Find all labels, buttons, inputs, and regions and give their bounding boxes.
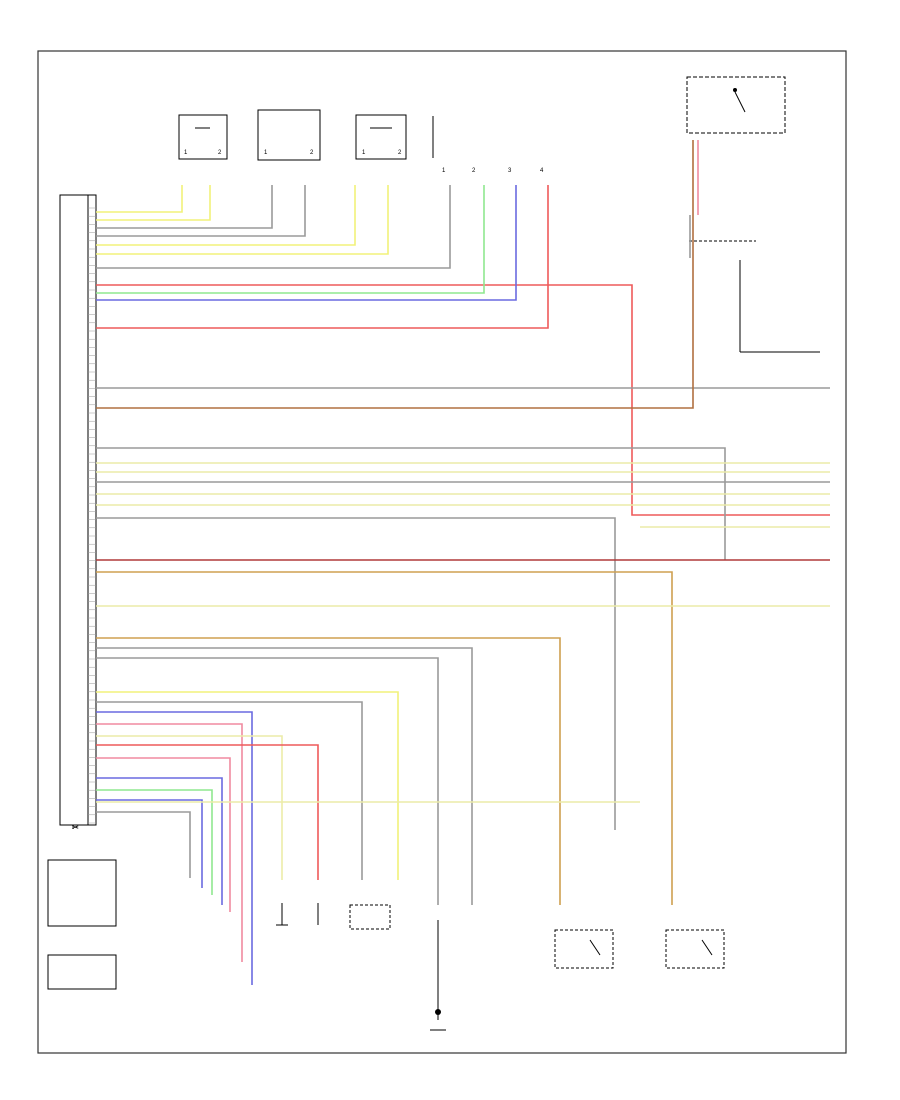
sensor-4-pin-d: 4 bbox=[540, 168, 544, 174]
ecu-connector-right bbox=[87, 194, 97, 826]
ecu-pin-marks bbox=[88, 207, 96, 824]
wire-10 bbox=[96, 185, 517, 301]
sensor-3-box bbox=[355, 114, 407, 160]
sensor-2: 1 2 bbox=[257, 109, 321, 161]
diagram-frame bbox=[37, 50, 847, 1054]
sensor-3-pin-b: 2 bbox=[398, 150, 402, 156]
wire-33 bbox=[96, 744, 319, 880]
wire-6 bbox=[96, 185, 389, 255]
wire-26 bbox=[96, 647, 473, 905]
wires bbox=[96, 140, 830, 985]
wire-28 bbox=[96, 691, 399, 880]
sensor-2-pin-a: 1 bbox=[264, 150, 268, 156]
bottom-left-sensor-1 bbox=[47, 859, 117, 927]
wire-20 bbox=[96, 517, 616, 830]
sensor-2-box bbox=[257, 109, 321, 161]
wire-35 bbox=[96, 777, 223, 905]
ground-point bbox=[430, 920, 446, 1031]
wire-29 bbox=[96, 701, 363, 880]
wire-7 bbox=[96, 185, 451, 269]
bottom-left-sensor-2 bbox=[47, 954, 117, 990]
wire-1 bbox=[96, 185, 183, 213]
right-seat-switch bbox=[665, 929, 725, 969]
wire-39 bbox=[96, 811, 191, 878]
wire-9 bbox=[96, 185, 485, 294]
wire-31 bbox=[96, 723, 243, 962]
sensor-1-pin-a: 1 bbox=[184, 150, 188, 156]
sensor-1: 1 2 bbox=[178, 114, 228, 160]
wire-36 bbox=[96, 789, 213, 895]
junction-block bbox=[689, 240, 820, 353]
wire-2 bbox=[96, 185, 211, 221]
sensor-1-box bbox=[178, 114, 228, 160]
wire-5 bbox=[96, 185, 356, 246]
wire-14 bbox=[96, 447, 726, 560]
wire-37 bbox=[96, 799, 203, 888]
wire-32 bbox=[96, 735, 283, 880]
sensor-1-pin-b: 2 bbox=[218, 150, 222, 156]
wire-3 bbox=[96, 185, 273, 229]
ecu-connector-mark: ✂ bbox=[72, 823, 79, 832]
sensor-3: 1 2 bbox=[355, 114, 407, 160]
sensor-4-pin-a: 1 bbox=[442, 168, 446, 174]
sensor-3-pin-a: 1 bbox=[362, 150, 366, 156]
wire-34 bbox=[96, 757, 231, 912]
wire-4 bbox=[96, 185, 306, 237]
wire-25 bbox=[96, 637, 561, 905]
wire-11 bbox=[96, 185, 549, 329]
wire-27 bbox=[96, 657, 439, 905]
sensor-2-pin-b: 2 bbox=[310, 150, 314, 156]
sensor-4-pin-b: 2 bbox=[472, 168, 476, 174]
wire-8 bbox=[96, 284, 830, 516]
ecu-connector bbox=[59, 194, 89, 826]
bottom-component-1 bbox=[276, 903, 319, 926]
sensor-4-pin-c: 3 bbox=[508, 168, 512, 174]
sensor-4: 1 2 3 4 bbox=[432, 116, 544, 174]
wire-23 bbox=[96, 571, 673, 905]
bottom-component-2 bbox=[349, 904, 391, 930]
wire-13 bbox=[96, 140, 694, 409]
left-seat-switch bbox=[554, 929, 614, 969]
ignition-switch bbox=[686, 76, 786, 134]
wire-30 bbox=[96, 711, 253, 985]
